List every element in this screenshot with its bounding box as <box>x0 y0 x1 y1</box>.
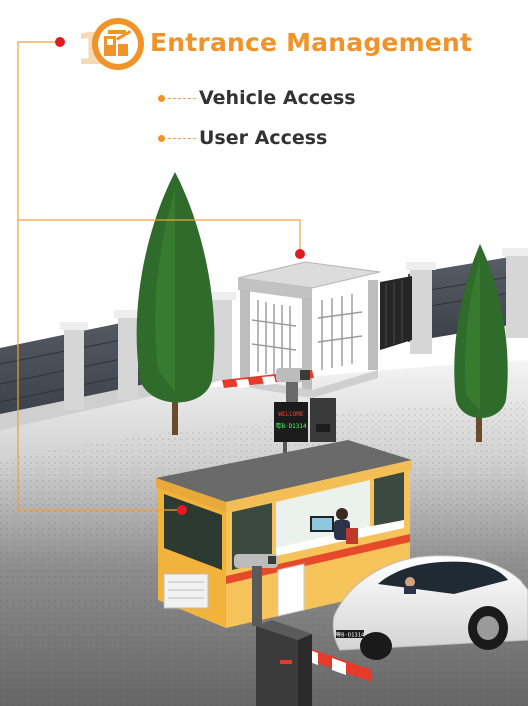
page-title: Entrance Management <box>150 28 473 57</box>
tree-left <box>136 172 215 435</box>
license-plate: 粤B·D1314 <box>336 631 365 639</box>
bullet-dot <box>158 134 165 142</box>
bullet-dot <box>158 94 165 102</box>
dashed-leader <box>168 97 196 99</box>
feature-item-user-access: User Access <box>158 126 327 150</box>
feature-label: User Access <box>199 127 328 149</box>
barrier-gate-icon <box>104 30 132 56</box>
feature-item-vehicle-access: Vehicle Access <box>158 86 356 110</box>
section-badge: 10 <box>76 18 144 74</box>
electric-car: 粤B·D1314 <box>332 555 528 660</box>
feature-label: Vehicle Access <box>199 87 356 109</box>
callout-leader-lines <box>17 41 301 511</box>
full-height-turnstile <box>237 261 412 398</box>
dashed-leader <box>168 137 196 139</box>
led-line1: WELCOME <box>278 411 304 418</box>
marker-header-dot <box>55 37 65 47</box>
marker-turnstile-dot <box>295 249 305 259</box>
section-header: 10 Entrance Management Vehicle Access Us… <box>0 0 528 170</box>
front-barrier-gate <box>234 554 372 706</box>
led-display-sign: WELCOME 粤B·D1314 <box>274 398 336 460</box>
led-line2: 粤B·D1314 <box>275 422 307 430</box>
tree-right <box>454 244 508 442</box>
marker-booth-dot <box>177 505 187 515</box>
